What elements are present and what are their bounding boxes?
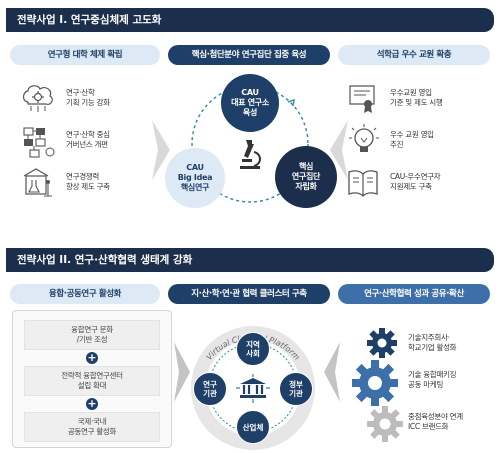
section1-center-header: 핵심·첨단분야 연구집단 집중 육성 xyxy=(168,45,330,65)
convergence-box-1: 융합연구 문화/기반 조성 xyxy=(24,320,160,350)
chevron-right-arrow xyxy=(174,342,190,402)
section1-right-header: 석학급 우수 교원 확충 xyxy=(338,45,490,65)
gear-icon xyxy=(367,328,397,358)
microscope-icon xyxy=(240,140,261,169)
section1-title: 전략사업 I. 연구중심체제 고도화 xyxy=(6,8,494,32)
gear-icon xyxy=(367,406,403,442)
chevron-left-arrow xyxy=(330,120,348,180)
book-icon xyxy=(348,170,378,197)
brain-gear-icon xyxy=(22,85,53,112)
flowchart-icon xyxy=(23,127,55,158)
section2-right-header: 연구·산학협력 성과 공유·확산 xyxy=(338,284,490,304)
university-building-icon xyxy=(236,374,270,403)
section1-left-header: 연구형 대학 체제 확립 xyxy=(10,45,160,65)
section2-left-header: 융합·공동연구 활성화 xyxy=(10,284,160,304)
plus-icon: + xyxy=(86,397,98,410)
section2-title: 전략사업 II. 연구·산학협력 생태계 강화 xyxy=(6,248,494,272)
section2-center-header: 지·산·학·연·관 협력 클러스터 구축 xyxy=(168,284,330,304)
chevron-left-arrow xyxy=(324,342,340,402)
node-industry: 산업체 xyxy=(236,410,270,444)
plus-icon: + xyxy=(86,351,98,364)
lab-flask-icon xyxy=(23,168,52,197)
diploma-icon xyxy=(349,85,375,113)
outcome-item-1: 기술지주회사·학교기업 활성화 xyxy=(408,333,457,352)
chevron-right-arrow xyxy=(152,120,170,180)
gear-icon xyxy=(352,360,398,406)
lightbulb-icon xyxy=(349,124,379,152)
